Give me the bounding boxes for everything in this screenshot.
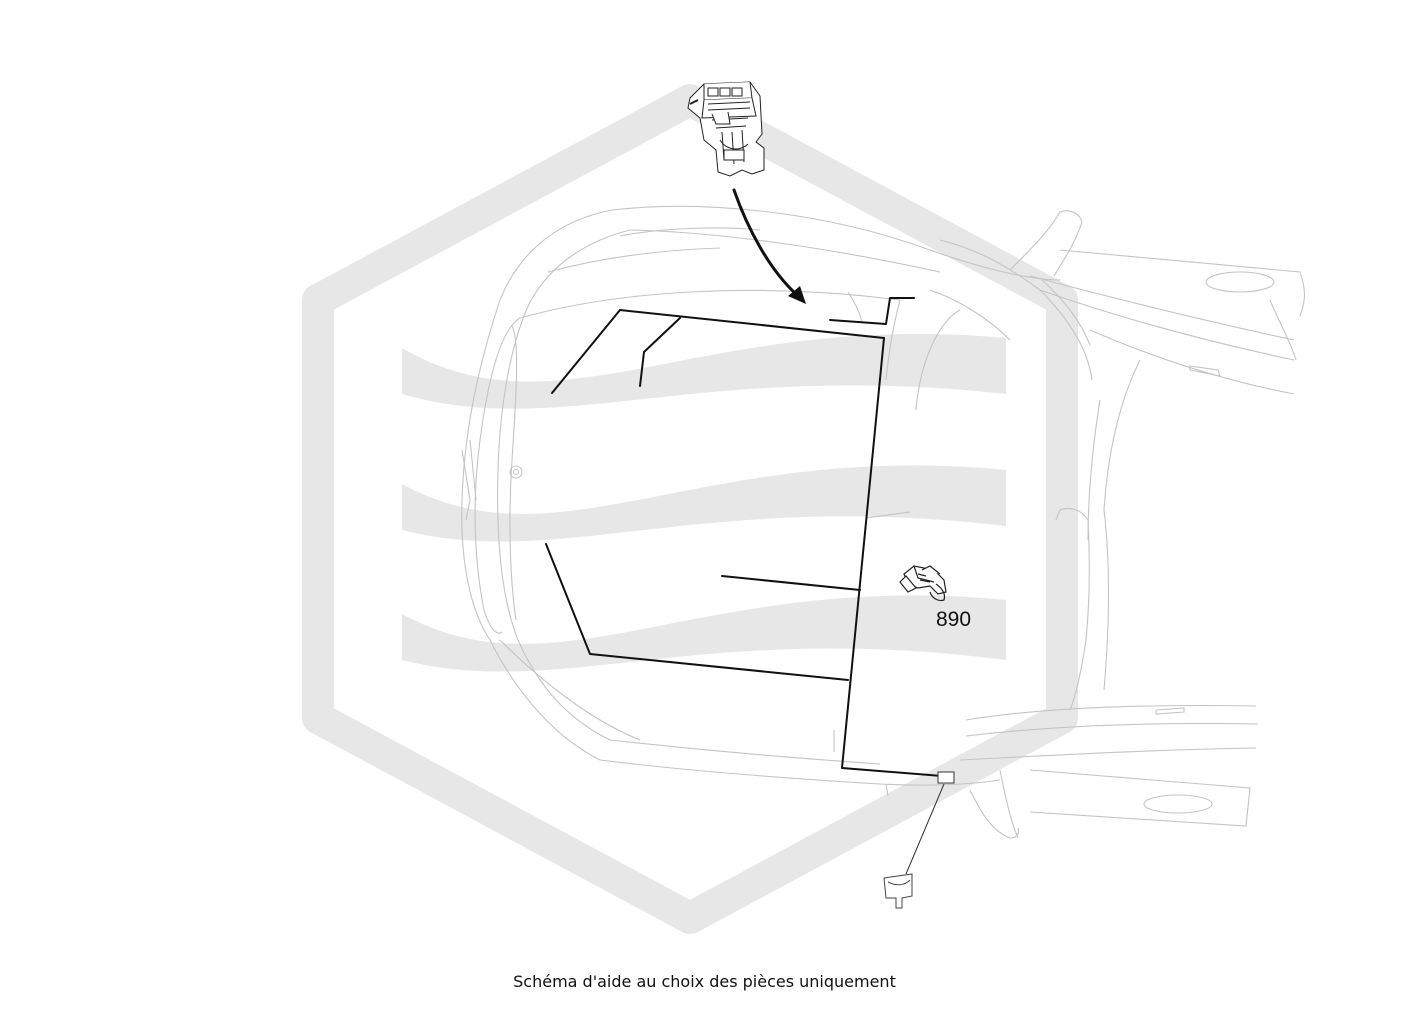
connector-clip-icon[interactable] bbox=[899, 565, 947, 602]
fuse-relay-box-icon[interactable] bbox=[687, 81, 765, 177]
harness-connector bbox=[905, 771, 955, 875]
wiring-harness bbox=[545, 297, 943, 777]
harness-branch-upper-right bbox=[829, 297, 915, 325]
connector-tab-icon[interactable] bbox=[883, 873, 913, 909]
pointer-arrow-icon bbox=[732, 188, 806, 304]
car-outline bbox=[461, 205, 1306, 839]
diagram-caption: Schéma d'aide au choix des pièces unique… bbox=[513, 972, 896, 991]
watermark-logo bbox=[302, 84, 1078, 934]
harness-branch-lower bbox=[545, 543, 849, 681]
harness-trunk bbox=[841, 337, 943, 777]
harness-branch-top bbox=[639, 317, 681, 387]
harness-main-top bbox=[551, 309, 885, 394]
part-number-890: 890 bbox=[936, 608, 971, 631]
harness-branch-middle bbox=[721, 575, 861, 591]
